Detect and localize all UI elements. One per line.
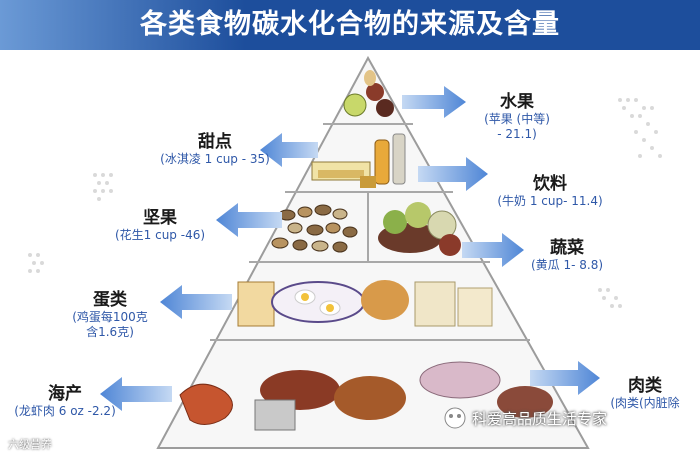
label-fruit-name: 水果 bbox=[452, 92, 582, 112]
watermark-logo-icon bbox=[445, 408, 465, 428]
label-nuts-value: (花生1 cup -46) bbox=[100, 228, 220, 243]
label-drinks-value: (牛奶 1 cup- 11.4) bbox=[480, 194, 620, 209]
label-vegetables-name: 蔬菜 bbox=[512, 238, 622, 258]
arrow-eggs bbox=[160, 285, 232, 319]
arrow-nuts bbox=[216, 203, 282, 237]
label-seafood-name: 海产 bbox=[0, 384, 130, 404]
label-meat: 肉类 (肉类(内脏除 bbox=[595, 376, 695, 411]
label-sweets-name: 甜点 bbox=[140, 132, 290, 152]
label-meat-value: (肉类(内脏除 bbox=[595, 396, 695, 411]
label-vegetables: 蔬菜 (黄瓜 1- 8.8) bbox=[512, 238, 622, 273]
label-fruit: 水果 (苹果 (中等) - 21.1) bbox=[452, 92, 582, 142]
label-eggs-value: (鸡蛋每100克 bbox=[55, 310, 165, 325]
label-nuts-name: 坚果 bbox=[100, 208, 220, 228]
label-seafood: 海产 (龙虾肉 6 oz -2.2) bbox=[0, 384, 130, 419]
label-eggs-name: 蛋类 bbox=[55, 290, 165, 310]
label-drinks-name: 饮料 bbox=[480, 174, 620, 194]
corner-mark: 六级营养 bbox=[8, 436, 52, 452]
label-fruit-value2: - 21.1) bbox=[452, 127, 582, 142]
label-eggs-value2: 含1.6克) bbox=[55, 325, 165, 340]
label-meat-name: 肉类 bbox=[595, 376, 695, 396]
label-sweets-value: (冰淇凌 1 cup - 35) bbox=[140, 152, 290, 167]
label-seafood-value: (龙虾肉 6 oz -2.2) bbox=[0, 404, 130, 419]
label-nuts: 坚果 (花生1 cup -46) bbox=[100, 208, 220, 243]
label-drinks: 饮料 (牛奶 1 cup- 11.4) bbox=[480, 174, 620, 209]
label-sweets: 甜点 (冰淇凌 1 cup - 35) bbox=[140, 132, 290, 167]
label-vegetables-value: (黄瓜 1- 8.8) bbox=[512, 258, 622, 273]
label-eggs: 蛋类 (鸡蛋每100克 含1.6克) bbox=[55, 290, 165, 340]
watermark-text: 科爱高品质生活专家 bbox=[472, 408, 607, 429]
label-fruit-value: (苹果 (中等) bbox=[452, 112, 582, 127]
